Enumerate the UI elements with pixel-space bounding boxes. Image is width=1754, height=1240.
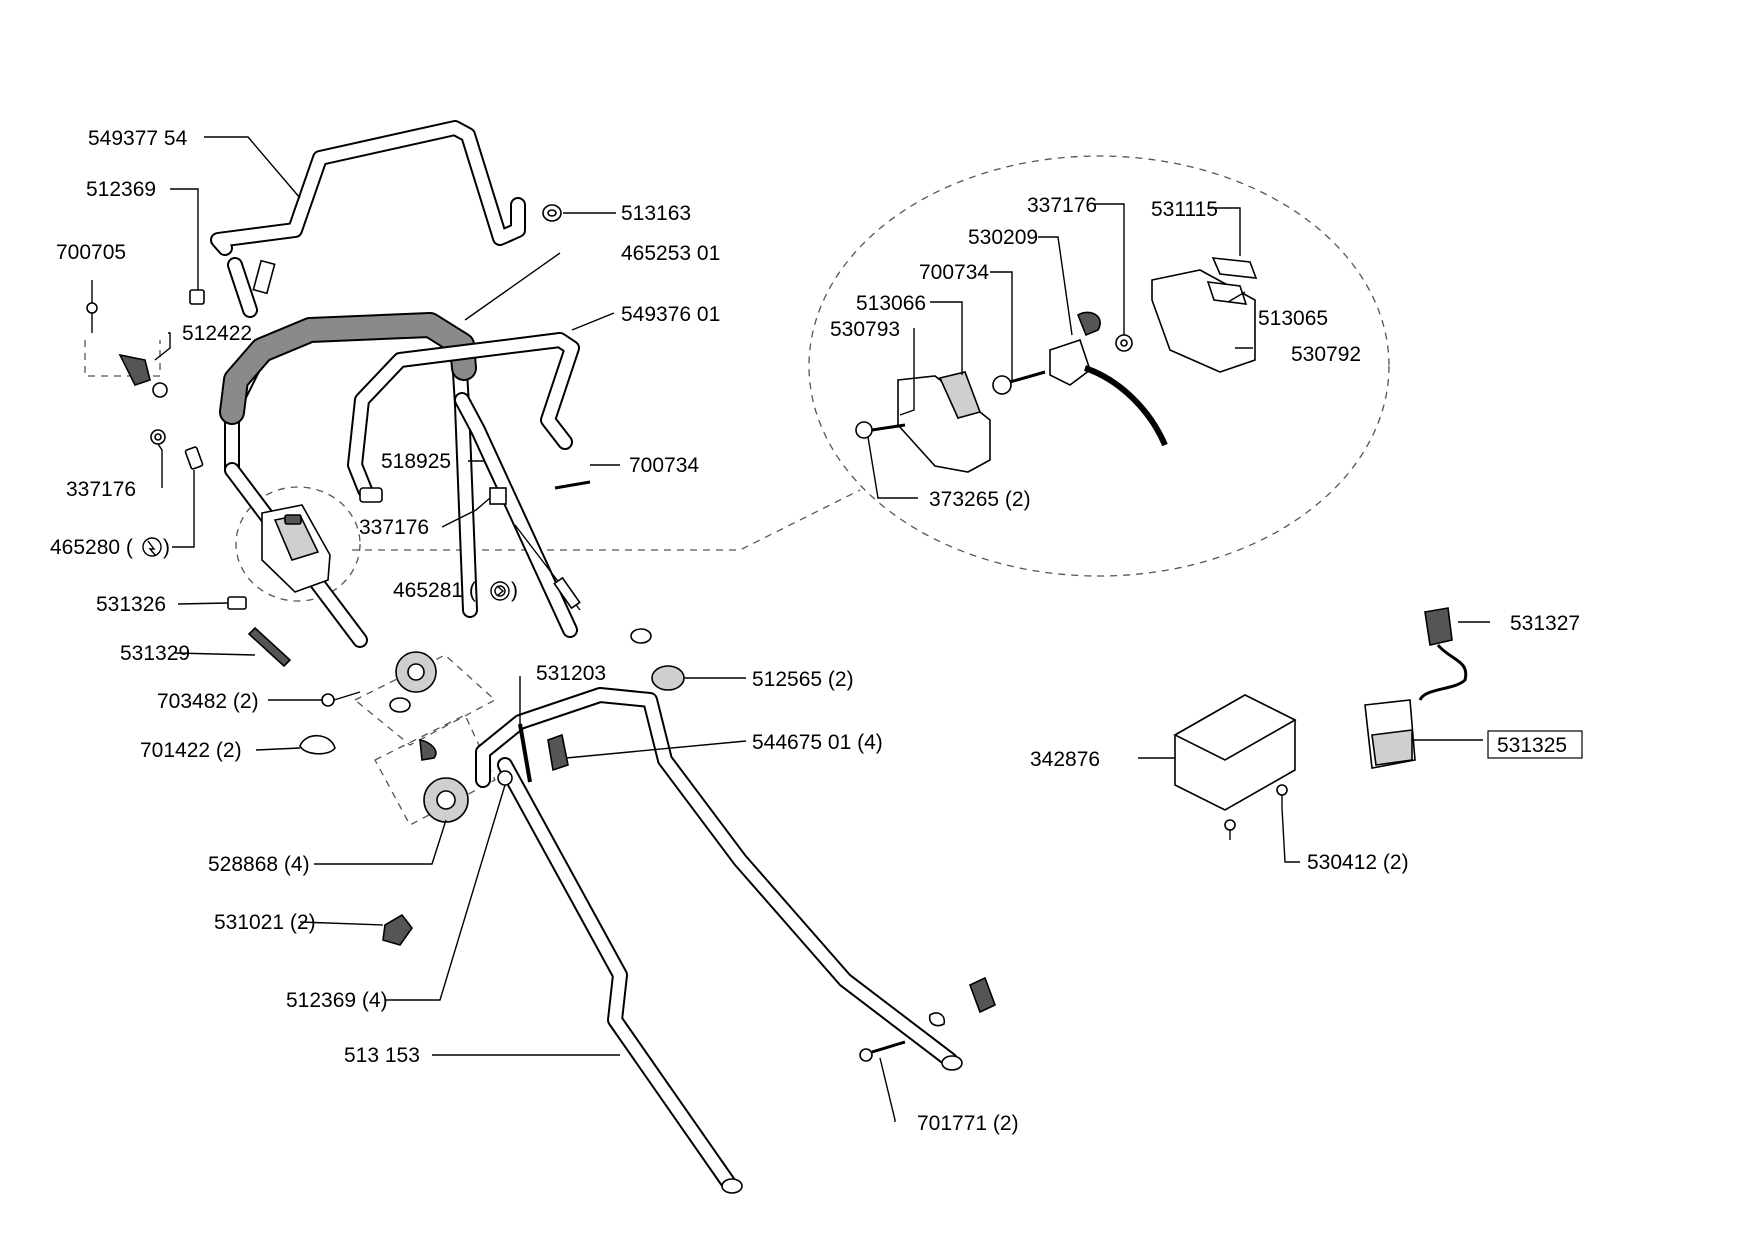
callout-465280-tail: ) — [163, 536, 170, 559]
callout-530412: 530412 (2) — [1307, 851, 1409, 874]
callout-549377-54: 549377 54 — [88, 127, 188, 150]
callout-373265: 373265 (2) — [929, 488, 1031, 511]
callout-531115: 531115 — [1151, 198, 1218, 221]
callout-513065: 513065 — [1258, 307, 1328, 330]
callout-700734-detail: 700734 — [919, 261, 989, 284]
callout-531021: 531021 (2) — [214, 911, 316, 934]
throttle-housing — [261, 504, 331, 593]
callout-531325-box — [1487, 730, 1583, 759]
callout-531329: 531329 — [120, 642, 190, 665]
callout-465281-tail: ) — [511, 579, 518, 602]
callout-513163: 513163 — [621, 202, 691, 225]
callout-512369-4: 512369 (4) — [286, 989, 388, 1012]
callout-512565: 512565 (2) — [752, 668, 854, 691]
callout-530793: 530793 — [830, 318, 900, 341]
callout-512422: 512422 — [182, 322, 252, 345]
battery-charger-parts — [1173, 607, 1468, 840]
callout-531326: 531326 — [96, 593, 166, 616]
throttle-detail-parts — [855, 257, 1258, 473]
spark-icon — [142, 537, 162, 557]
callout-531327: 531327 — [1510, 612, 1580, 635]
callout-701422: 701422 (2) — [140, 739, 242, 762]
callout-465253-01: 465253 01 — [621, 242, 720, 265]
leader-lines — [91, 188, 1490, 1122]
callout-465280: 465280 ( — [50, 536, 133, 559]
spring-icon — [490, 581, 510, 601]
lower-handle-513153 — [475, 687, 963, 1194]
callout-530792: 530792 — [1291, 343, 1361, 366]
callout-465281: 465281 ( — [393, 579, 476, 602]
callout-518925: 518925 — [381, 450, 451, 473]
callout-337176-detail: 337176 — [1027, 194, 1097, 217]
small-parts — [86, 204, 997, 1062]
callout-labels: 549377 54 512369 700705 512422 337176 46… — [50, 127, 1583, 1135]
foam-grip-handle-465253 — [219, 252, 652, 713]
callout-531325: 531325 — [1497, 734, 1567, 757]
bail-bar-549376 — [347, 312, 615, 503]
callout-530209: 530209 — [968, 226, 1038, 249]
callout-513066: 513066 — [856, 292, 926, 315]
upper-handle-bar-549377 — [204, 120, 526, 318]
callout-544675-01: 544675 01 (4) — [752, 731, 883, 754]
callout-337176-left: 337176 — [66, 478, 136, 501]
callout-549376-01: 549376 01 — [621, 303, 720, 326]
callout-531203: 531203 — [536, 662, 606, 685]
callout-700705: 700705 — [56, 241, 126, 264]
callout-342876: 342876 — [1030, 748, 1100, 771]
callout-512369: 512369 — [86, 178, 156, 201]
callout-337176-mid: 337176 — [359, 516, 429, 539]
callout-513-153: 513 153 — [344, 1044, 420, 1067]
callout-703482: 703482 (2) — [157, 690, 259, 713]
callout-700734-mid: 700734 — [629, 454, 699, 477]
callout-701771: 701771 (2) — [917, 1112, 1019, 1135]
callout-528868: 528868 (4) — [208, 853, 310, 876]
